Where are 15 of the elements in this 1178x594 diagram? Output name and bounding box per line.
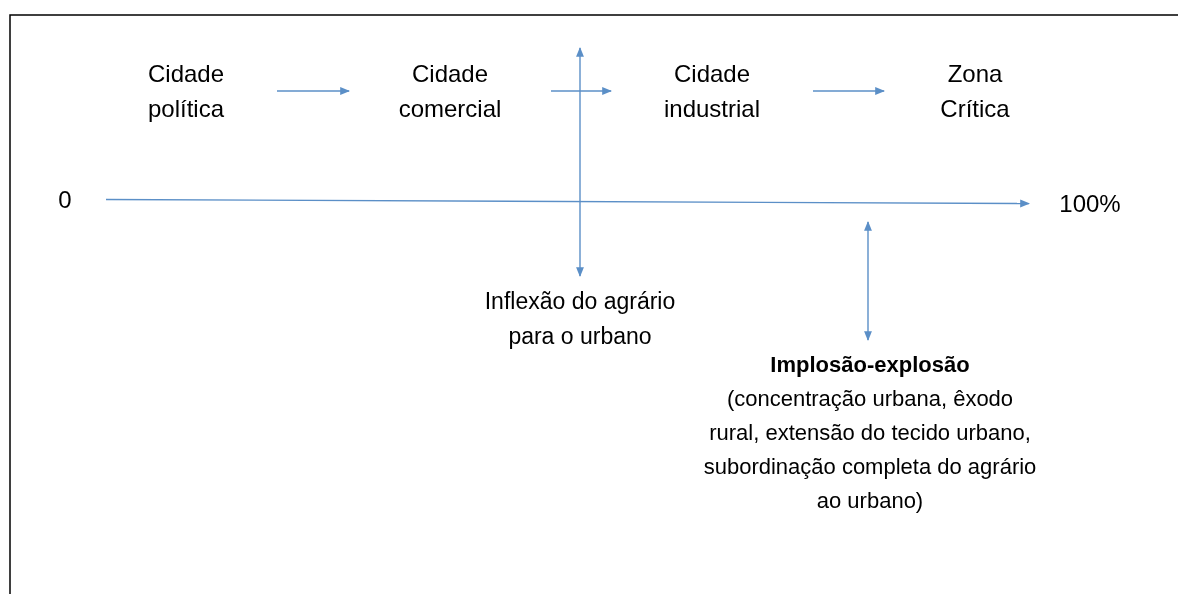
arrow bbox=[276, 87, 350, 95]
arrow bbox=[550, 87, 612, 95]
node-text: Zona Crítica bbox=[939, 59, 1011, 124]
node-text: Cidade industrial bbox=[662, 59, 761, 124]
heading-text: Implosão-explosão bbox=[770, 351, 970, 379]
node-text: 0 bbox=[58, 185, 72, 215]
arrow bbox=[105, 198, 1030, 208]
node-text: (concentração urbana, êxodo rural, extensão do tecido urbano, subordinação completa do agrário ao urbano) bbox=[702, 385, 1038, 515]
arrow bbox=[812, 87, 885, 95]
node-text: 100% bbox=[1059, 189, 1121, 219]
node-text: Cidade comercial bbox=[397, 59, 503, 124]
node-text: Cidade política bbox=[146, 59, 226, 124]
node-text: Inflexão do agrário para o urbano bbox=[483, 287, 677, 351]
arrow bbox=[576, 47, 584, 277]
arrow bbox=[864, 221, 872, 341]
